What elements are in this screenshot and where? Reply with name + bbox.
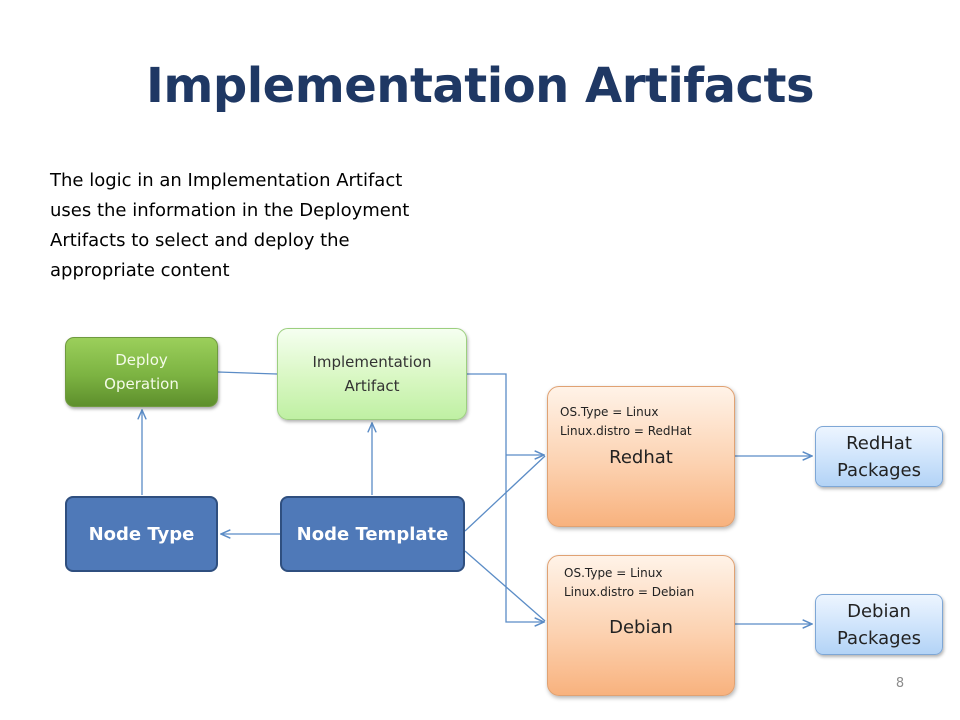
deploy-operation-box: Deploy Operation bbox=[65, 337, 218, 407]
box-label: Operation bbox=[104, 375, 179, 393]
node-template-box: Node Template bbox=[280, 496, 465, 572]
config-line: Linux.distro = RedHat bbox=[560, 424, 692, 438]
redhat-box: OS.Type = Linux Linux.distro = RedHat Re… bbox=[547, 386, 735, 527]
box-label: RedHat bbox=[846, 432, 912, 454]
os-config: OS.Type = Linux Linux.distro = RedHat bbox=[560, 403, 692, 441]
box-label: Artifact bbox=[344, 377, 400, 395]
node-type-box: Node Type bbox=[65, 496, 218, 572]
connector-nodetemplate-redhat bbox=[464, 455, 546, 532]
debian-box: OS.Type = Linux Linux.distro = Debian De… bbox=[547, 555, 735, 696]
intro-line: The logic in an Implementation Artifact bbox=[50, 170, 403, 191]
os-config: OS.Type = Linux Linux.distro = Debian bbox=[564, 564, 694, 602]
page-title: Implementation Artifacts bbox=[145, 58, 815, 114]
page-number: 8 bbox=[895, 676, 905, 691]
box-label: Packages bbox=[837, 459, 921, 481]
connector-deploy-impl bbox=[217, 371, 278, 375]
box-label: Node Template bbox=[296, 523, 449, 545]
intro-text: The logic in an Implementation Artifact … bbox=[50, 166, 470, 286]
box-label: Redhat bbox=[609, 447, 673, 468]
config-line: OS.Type = Linux bbox=[564, 566, 663, 580]
debian-packages-box: Debian Packages bbox=[815, 594, 943, 655]
connector-impl-elbow bbox=[467, 373, 544, 622]
box-label: Node Type bbox=[88, 523, 195, 545]
box-label: Debian bbox=[609, 617, 673, 638]
implementation-artifact-box: Implementation Artifact bbox=[277, 328, 467, 420]
intro-line: uses the information in the Deployment bbox=[50, 200, 410, 221]
intro-line: Artifacts to select and deploy the bbox=[50, 230, 350, 251]
box-label: Deploy bbox=[115, 351, 168, 369]
config-line: Linux.distro = Debian bbox=[564, 585, 695, 599]
box-label: Implementation bbox=[312, 353, 432, 371]
box-label: Debian bbox=[847, 600, 911, 622]
config-line: OS.Type = Linux bbox=[560, 405, 659, 419]
box-label: Packages bbox=[837, 627, 921, 649]
intro-line: appropriate content bbox=[50, 260, 230, 281]
connector-nodetemplate-debian bbox=[464, 550, 546, 622]
redhat-packages-box: RedHat Packages bbox=[815, 426, 943, 487]
